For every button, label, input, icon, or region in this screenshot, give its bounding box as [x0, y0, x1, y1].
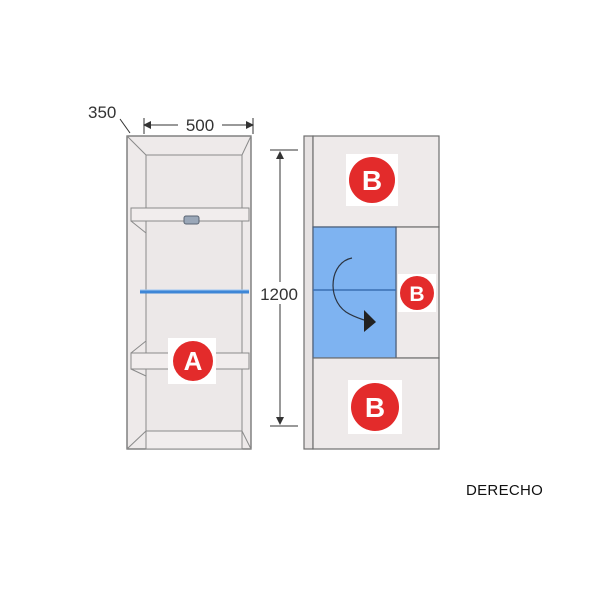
badge-a: A — [168, 338, 216, 384]
closed-cabinet-view: B B B — [303, 135, 440, 450]
height-label: 1200 — [260, 285, 298, 304]
middle-compartment-back — [145, 220, 243, 354]
door-rotation-arrow-icon — [332, 257, 365, 321]
width-dimension: 500 — [143, 114, 254, 135]
badge-b-bottom-label: B — [365, 392, 385, 423]
light-fixture-icon — [183, 215, 200, 225]
height-dimension: 1200 — [260, 149, 298, 427]
width-label: 500 — [186, 116, 214, 135]
top-compartment-back — [145, 154, 243, 209]
cabinet-side-panel — [303, 135, 314, 450]
badge-b-middle-label: B — [409, 283, 424, 306]
depth-label: 350 — [88, 103, 116, 122]
badge-b-middle: B — [398, 274, 436, 312]
open-cabinet-view: A — [126, 135, 252, 450]
depth-dimension: 350 — [88, 103, 131, 134]
glass-door — [312, 226, 397, 359]
badge-b-top: B — [346, 154, 398, 206]
base-panel — [145, 430, 243, 450]
badge-a-label: A — [184, 346, 203, 376]
badge-b-bottom: B — [348, 380, 402, 434]
orientation-label: DERECHO — [466, 482, 544, 499]
badge-b-top-label: B — [362, 165, 382, 196]
